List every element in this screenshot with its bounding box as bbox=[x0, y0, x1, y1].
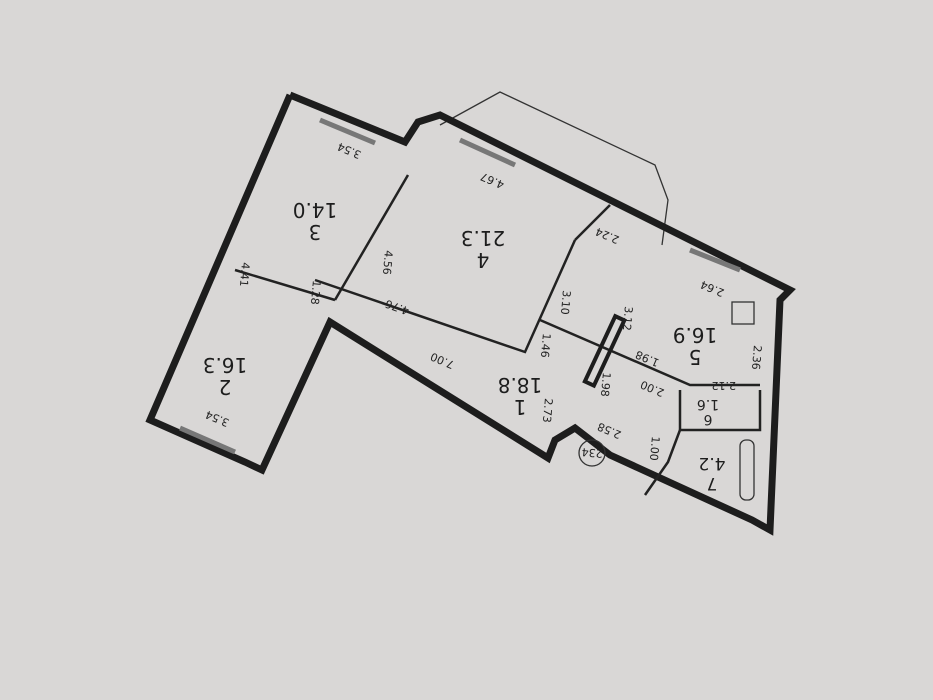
dim: 4.56 bbox=[380, 250, 395, 276]
dim: 4.76 bbox=[384, 297, 411, 318]
room-3-label: 3 14.0 bbox=[293, 198, 338, 244]
bathtub-icon bbox=[739, 439, 755, 501]
wall-room4-room5 bbox=[574, 204, 611, 241]
wall-room3-room2 bbox=[234, 268, 336, 302]
svg-text:5: 5 bbox=[689, 345, 702, 369]
dim: 3.10 bbox=[558, 290, 573, 316]
dim: 1.00 bbox=[647, 436, 662, 462]
wall-room3-room4 bbox=[333, 174, 410, 301]
window bbox=[458, 137, 517, 168]
svg-text:7: 7 bbox=[707, 473, 718, 493]
dim: 4.67 bbox=[479, 170, 507, 192]
svg-text:1: 1 bbox=[514, 395, 527, 419]
svg-text:2: 2 bbox=[219, 375, 232, 399]
room-1-label: 1 18.8 bbox=[498, 373, 543, 419]
svg-text:14.0: 14.0 bbox=[293, 198, 338, 222]
electrical-panel-icon bbox=[731, 301, 755, 325]
outer-wall bbox=[145, 91, 796, 536]
balcony-outline bbox=[439, 91, 669, 246]
marker-label: 234 bbox=[581, 445, 603, 460]
dim: 3.54 bbox=[204, 408, 232, 430]
dim: 2.36 bbox=[749, 345, 764, 371]
dim: 2.00 bbox=[639, 378, 667, 400]
dim: 2.12 bbox=[712, 379, 737, 392]
dim: 3.54 bbox=[336, 140, 364, 162]
dim: 3.12 bbox=[620, 306, 635, 332]
svg-text:16.9: 16.9 bbox=[673, 323, 718, 347]
room-5-label: 5 16.9 bbox=[673, 323, 718, 369]
svg-text:18.8: 18.8 bbox=[498, 373, 543, 397]
room-4-label: 4 21.3 bbox=[461, 226, 506, 272]
window bbox=[179, 425, 236, 455]
window bbox=[689, 247, 741, 273]
dim: 1.98 bbox=[598, 372, 613, 398]
dim: 1.98 bbox=[634, 348, 662, 370]
svg-text:16.3: 16.3 bbox=[203, 353, 248, 377]
svg-text:4: 4 bbox=[477, 248, 490, 272]
dim: 1.28 bbox=[308, 280, 323, 306]
partition bbox=[582, 313, 627, 389]
marker-circle bbox=[578, 439, 606, 467]
room-2-label: 2 16.3 bbox=[203, 353, 248, 399]
svg-text:1.6: 1.6 bbox=[697, 396, 719, 412]
wall-bathroom bbox=[678, 390, 762, 432]
dim: 2.64 bbox=[699, 278, 727, 300]
room-7-label: 7 4.2 bbox=[698, 453, 725, 493]
window bbox=[319, 117, 376, 146]
dim: 2.58 bbox=[596, 420, 624, 442]
svg-text:3: 3 bbox=[309, 220, 322, 244]
wall-room4-corridor bbox=[314, 239, 577, 354]
svg-text:4.2: 4.2 bbox=[698, 453, 725, 473]
dim: 7.00 bbox=[429, 350, 457, 372]
wall-wc bbox=[643, 429, 682, 496]
svg-text:6: 6 bbox=[703, 411, 712, 427]
dim: 2.24 bbox=[594, 225, 622, 247]
room-6-label: 6 1.6 bbox=[697, 396, 719, 427]
dim: 1.46 bbox=[538, 333, 553, 359]
wall-corridor-room5 bbox=[539, 318, 760, 387]
dim: 4.41 bbox=[237, 262, 252, 288]
dim: 2.73 bbox=[540, 398, 555, 424]
svg-text:21.3: 21.3 bbox=[461, 226, 506, 250]
